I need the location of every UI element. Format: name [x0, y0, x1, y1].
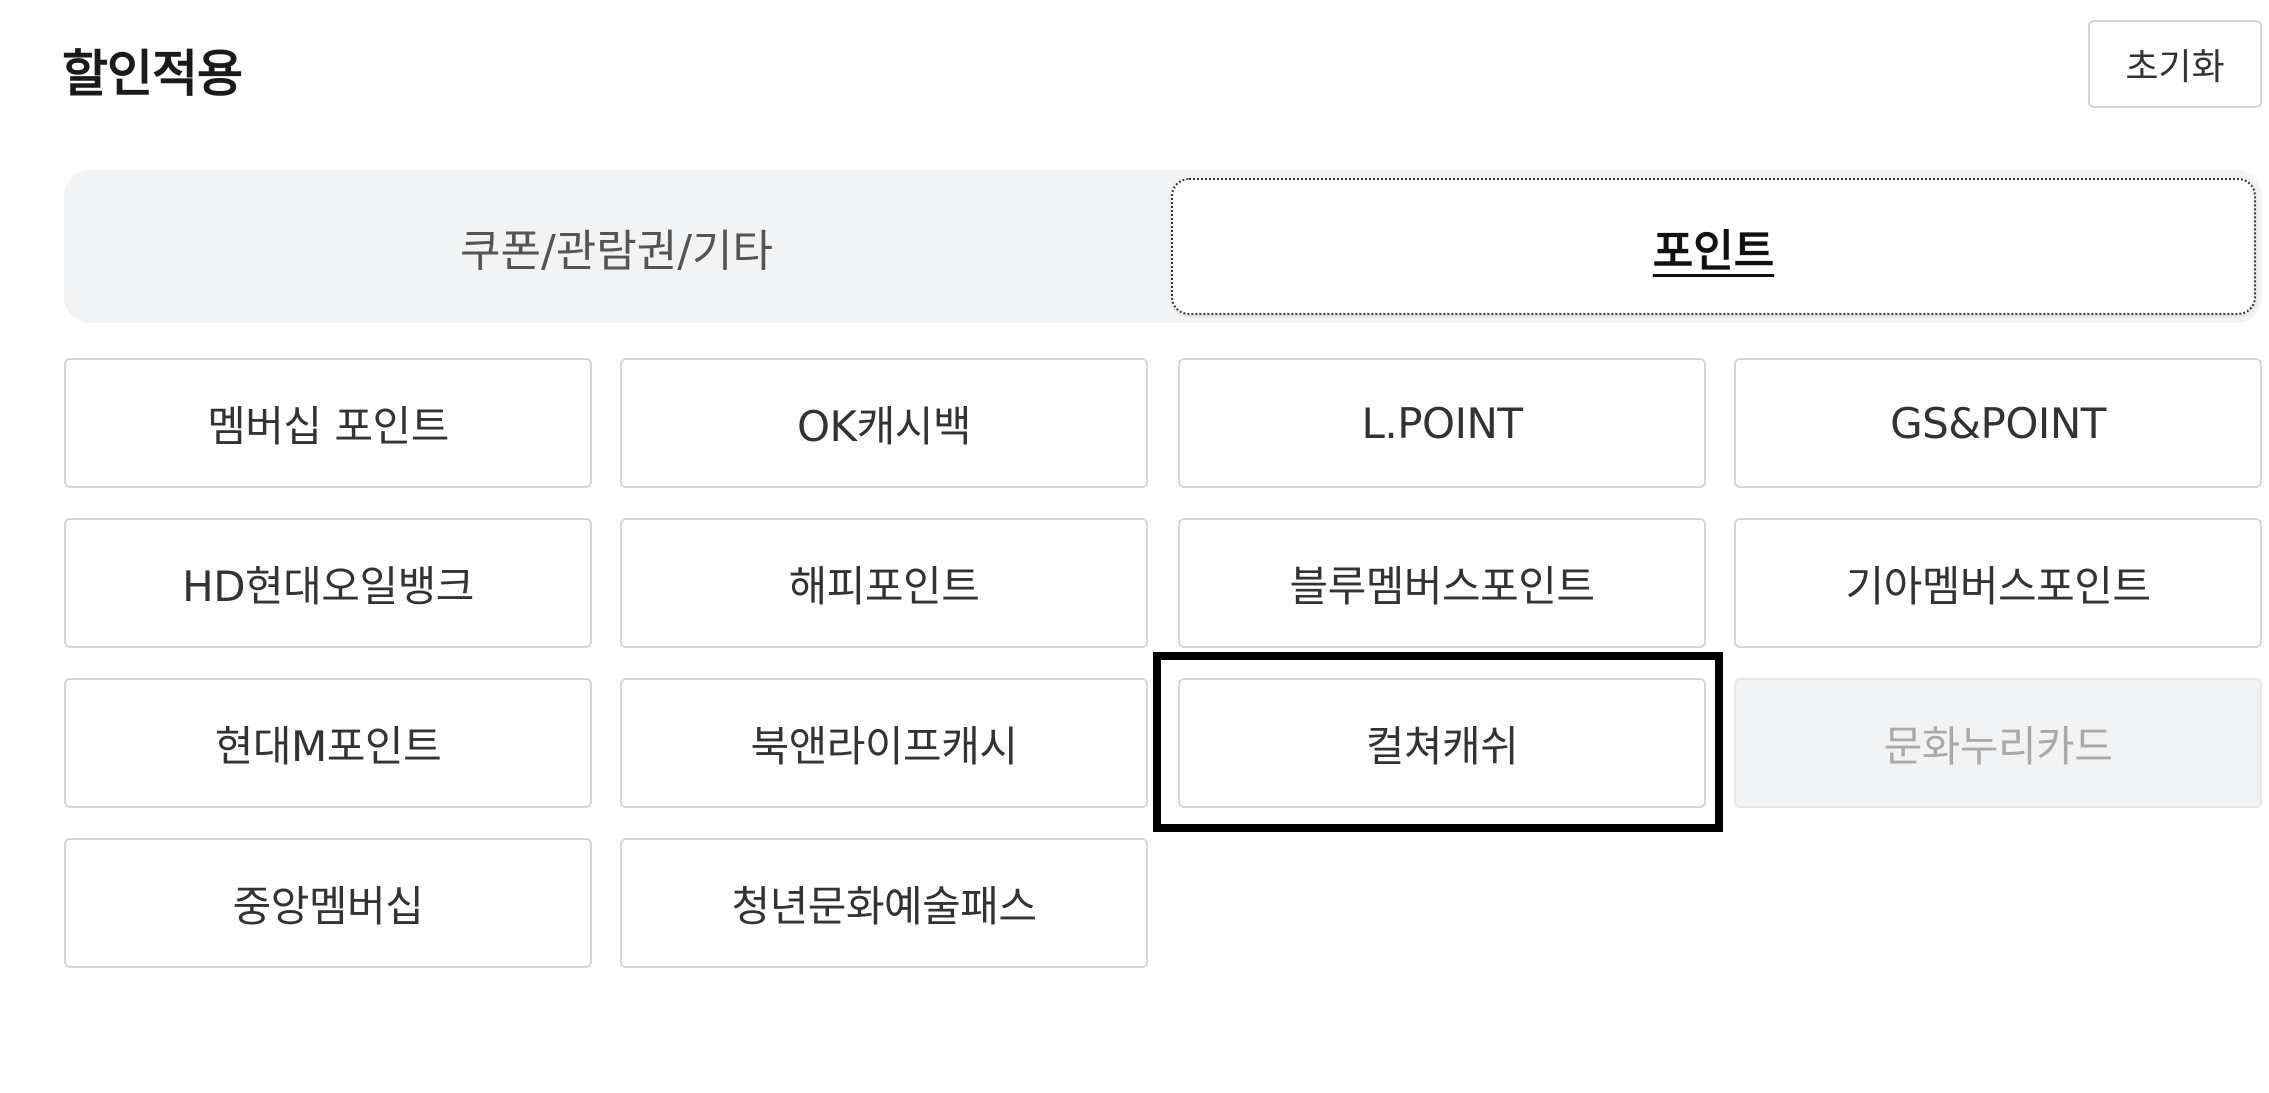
- option-hyundai-m-point[interactable]: 현대M포인트: [64, 678, 592, 808]
- option-ok-cashbag[interactable]: OK캐시백: [620, 358, 1148, 488]
- option-youth-culture-art-pass[interactable]: 청년문화예술패스: [620, 838, 1148, 968]
- option-book-n-life-cash[interactable]: 북앤라이프캐시: [620, 678, 1148, 808]
- tab-bar: 쿠폰/관람권/기타 포인트: [64, 170, 2262, 323]
- option-joongang-membership[interactable]: 중앙멤버십: [64, 838, 592, 968]
- option-gs-point[interactable]: GS&POINT: [1734, 358, 2262, 488]
- option-kia-members-point[interactable]: 기아멤버스포인트: [1734, 518, 2262, 648]
- option-munhwa-nuri-card: 문화누리카드: [1734, 678, 2262, 808]
- option-l-point[interactable]: L.POINT: [1178, 358, 1706, 488]
- tab-points[interactable]: 포인트: [1171, 178, 2256, 315]
- page-title: 할인적용: [62, 45, 243, 103]
- option-culture-cash[interactable]: 컬쳐캐쉬: [1178, 678, 1706, 808]
- reset-button[interactable]: 초기화: [2088, 20, 2262, 108]
- option-hd-hyundai-oilbank[interactable]: HD현대오일뱅크: [64, 518, 592, 648]
- option-membership-point[interactable]: 멤버십 포인트: [64, 358, 592, 488]
- option-blue-members-point[interactable]: 블루멤버스포인트: [1178, 518, 1706, 648]
- tab-coupon-ticket-etc[interactable]: 쿠폰/관람권/기타: [459, 225, 773, 277]
- option-happy-point[interactable]: 해피포인트: [620, 518, 1148, 648]
